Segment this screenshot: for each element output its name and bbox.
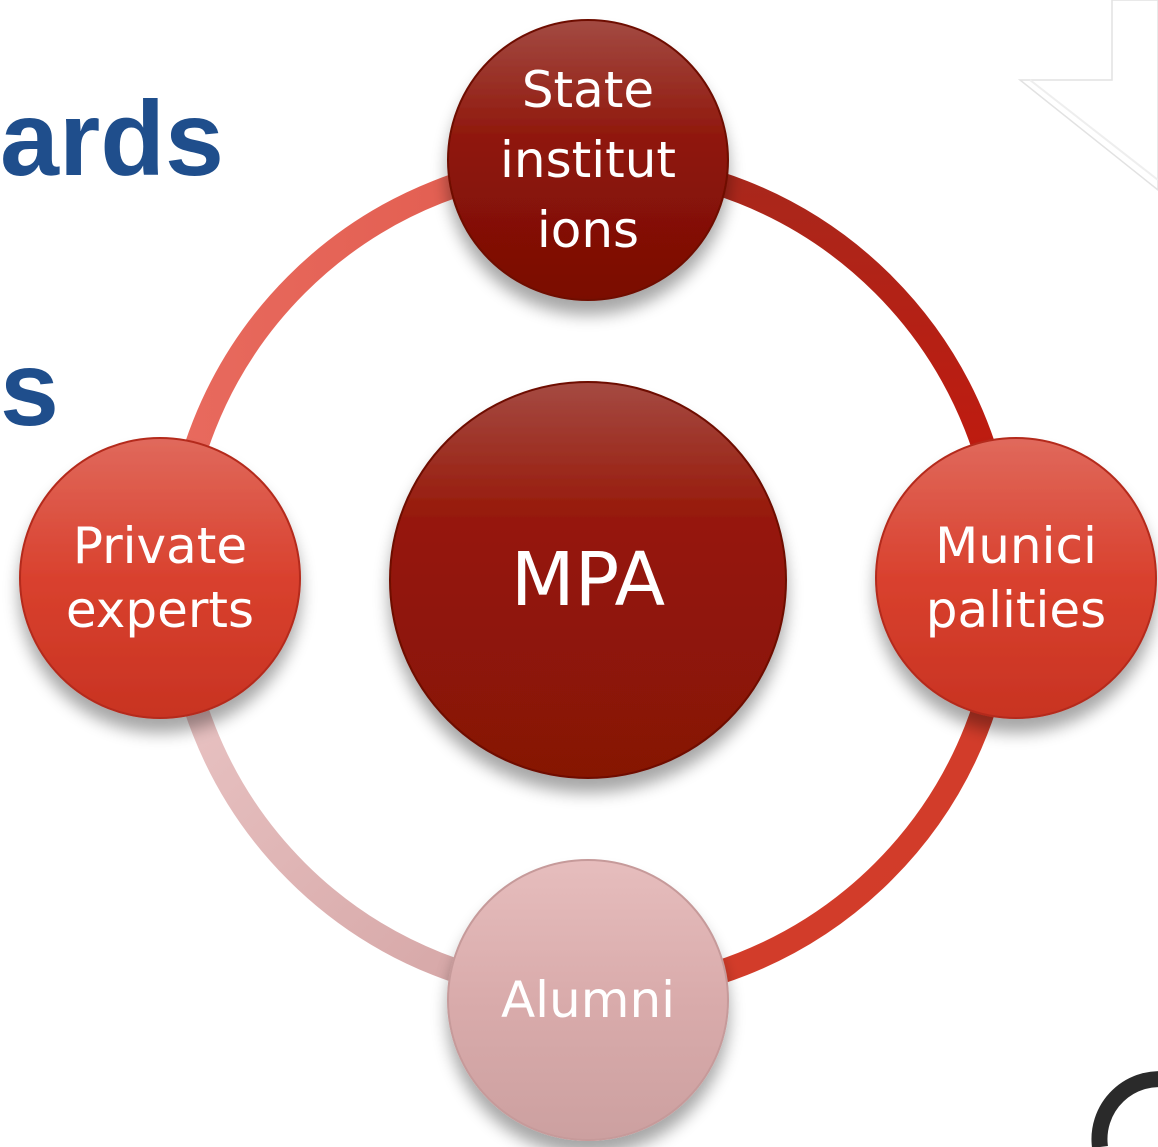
node-alumni-circle xyxy=(447,859,729,1141)
node-private-label: Private experts xyxy=(65,517,255,639)
heading-fragment-1: ards xyxy=(0,80,224,198)
node-municipalities-circle xyxy=(875,437,1157,719)
center-label: MPA xyxy=(510,537,666,623)
node-alumni-label: Alumni xyxy=(500,971,676,1029)
node-state-circle xyxy=(447,19,729,301)
center-circle xyxy=(389,381,787,779)
heading-fragment-2: s xyxy=(0,330,59,448)
node-state-label: State institut ions xyxy=(499,61,677,259)
node-private-circle xyxy=(19,437,301,719)
node-municipalities-label: Munici palities xyxy=(925,517,1107,639)
